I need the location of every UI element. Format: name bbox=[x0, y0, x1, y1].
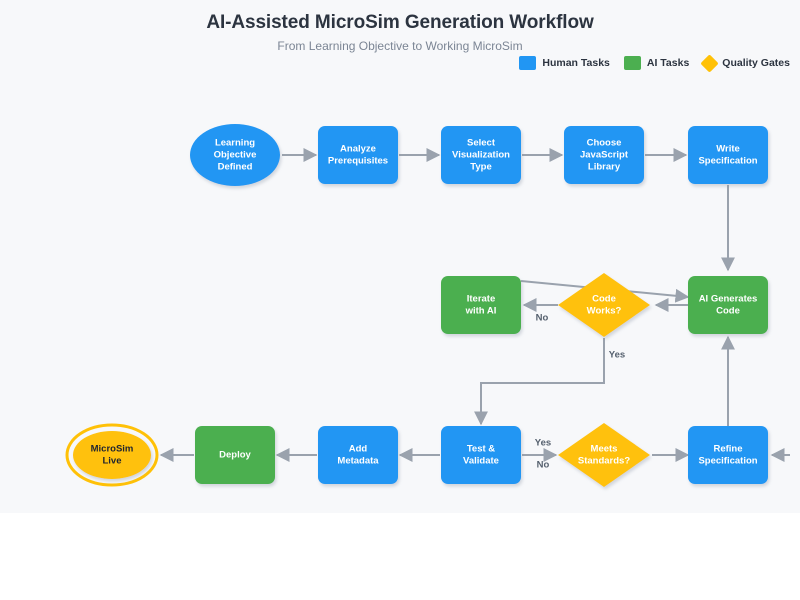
node-shape bbox=[688, 276, 768, 334]
node-shape bbox=[441, 426, 521, 484]
legend-item-label: Quality Gates bbox=[722, 57, 790, 69]
node-shape bbox=[558, 423, 650, 487]
node-label: Visualization bbox=[452, 150, 510, 161]
node-outer-ring bbox=[65, 423, 159, 487]
node-label: Specification bbox=[698, 156, 757, 167]
node-test[interactable]: Test &Validate bbox=[441, 426, 521, 484]
edge-label: No bbox=[537, 460, 550, 471]
node-label: JavaScript bbox=[580, 150, 629, 161]
node-label: Code bbox=[592, 294, 616, 305]
node-label: Test & bbox=[467, 444, 495, 455]
node-label: Learning bbox=[215, 138, 255, 149]
legend-square-icon bbox=[519, 56, 537, 70]
node-shape bbox=[318, 426, 398, 484]
node-shape bbox=[688, 126, 768, 184]
node-label: Standards? bbox=[578, 456, 630, 467]
node-label: Iterate bbox=[467, 294, 496, 305]
node-label: Deploy bbox=[219, 450, 251, 461]
node-shape bbox=[688, 426, 768, 484]
edge-label: Yes bbox=[609, 350, 625, 361]
node-label: with AI bbox=[465, 306, 497, 317]
node-label: Meets bbox=[591, 444, 618, 455]
node-label: Select bbox=[467, 138, 496, 149]
legend: Human Tasks AI Tasks Quality Gates bbox=[519, 53, 790, 73]
page-subtitle: From Learning Objective to Working Micro… bbox=[277, 39, 523, 53]
node-label: Analyze bbox=[340, 144, 376, 155]
node-label: Works? bbox=[587, 306, 622, 317]
node-label: Validate bbox=[463, 456, 499, 467]
node-label: Type bbox=[470, 162, 491, 173]
node-label: Choose bbox=[587, 138, 622, 149]
edge-label: No bbox=[536, 313, 549, 324]
node-shape bbox=[190, 124, 280, 186]
node-shape bbox=[195, 426, 275, 484]
node-shape bbox=[441, 276, 521, 334]
legend-item-label: Human Tasks bbox=[542, 57, 610, 69]
edge-works-to-test bbox=[474, 338, 605, 426]
legend-item: Quality Gates bbox=[700, 53, 790, 73]
legend-item: AI Tasks bbox=[623, 56, 690, 70]
node-shape bbox=[558, 273, 650, 337]
node-shape bbox=[564, 126, 644, 184]
node-label: Objective bbox=[214, 150, 257, 161]
node-deploy[interactable]: Deploy bbox=[195, 426, 275, 484]
node-label: Defined bbox=[218, 162, 253, 173]
node-label: Refine bbox=[713, 444, 742, 455]
node-label: Metadata bbox=[337, 456, 379, 467]
node-label: Prerequisites bbox=[328, 156, 388, 167]
node-label: Write bbox=[716, 144, 740, 155]
node-label: MicroSim bbox=[91, 444, 134, 455]
legend-item: Human Tasks bbox=[519, 56, 610, 70]
edge-label: Yes bbox=[535, 438, 551, 449]
node-label: Code bbox=[716, 306, 740, 317]
node-shape bbox=[318, 126, 398, 184]
node-label: AI Generates bbox=[699, 294, 758, 305]
node-label: Library bbox=[588, 162, 621, 173]
node-label: Add bbox=[349, 444, 368, 455]
legend-item-label: AI Tasks bbox=[646, 57, 690, 69]
node-label: Live bbox=[102, 456, 121, 467]
legend-square-icon bbox=[623, 56, 641, 70]
node-label: Specification bbox=[698, 456, 757, 467]
node-shape bbox=[73, 431, 151, 479]
node-shape bbox=[441, 126, 521, 184]
page-title: AI-Assisted MicroSim Generation Workflow bbox=[206, 12, 594, 33]
